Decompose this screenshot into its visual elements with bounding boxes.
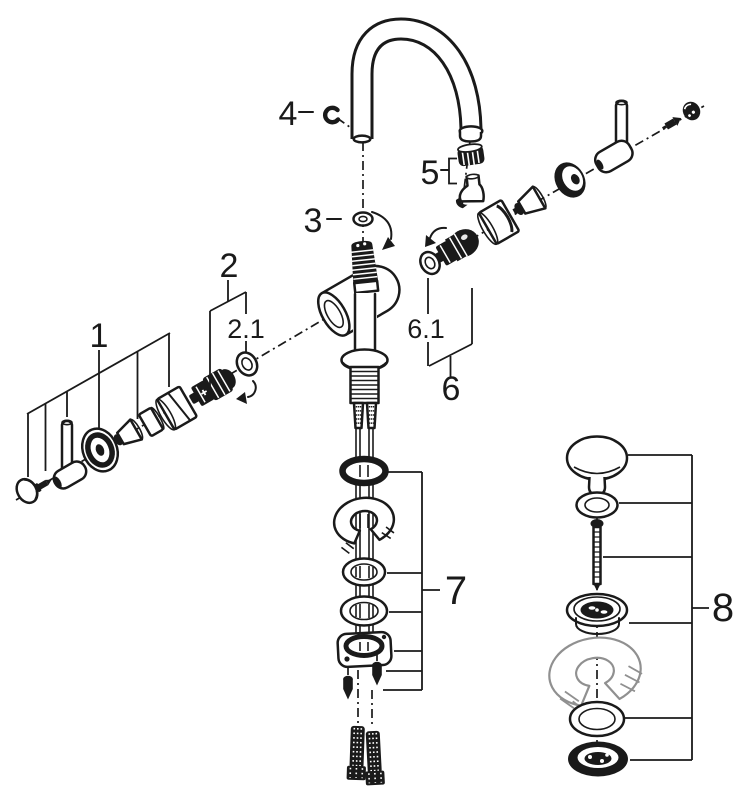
- callout-6-group: 6.1 6: [407, 278, 473, 408]
- assembly-arrow-3-head: [382, 237, 395, 250]
- lever-screw: [661, 117, 681, 130]
- clamp-screws: [343, 655, 382, 700]
- callout-7-group: 7: [383, 471, 467, 691]
- friction-washer: [341, 557, 387, 587]
- mousseur-ring: [457, 143, 485, 167]
- spout-end-cap: [458, 132, 483, 143]
- drain-assembly: 8: [548, 435, 734, 777]
- shaft-mask: [353, 293, 377, 353]
- base-o-ring: [339, 455, 389, 487]
- mounting-nut: [336, 630, 393, 669]
- spacer-ring: [138, 406, 165, 437]
- drain-rod: [590, 519, 604, 591]
- lever-handle-right: [593, 99, 634, 174]
- drain-plug: [565, 435, 629, 496]
- drain-washer-top: [575, 491, 619, 519]
- callout-1-group: 1: [26, 317, 171, 477]
- callout-2-bracket: [209, 291, 247, 312]
- spout-body: [353, 20, 480, 139]
- cone-adapter: [113, 418, 144, 446]
- cartridge-sleeve-left: [155, 385, 198, 431]
- callout-8-group: 8: [603, 454, 734, 761]
- handle-lever: [52, 419, 88, 490]
- callout-6-label: 6: [442, 370, 461, 408]
- retaining-clip-group: 4: [279, 95, 341, 133]
- retaining-clip: [322, 105, 341, 125]
- o-ring-left: [235, 351, 259, 377]
- drain-flange: [565, 592, 629, 635]
- callout-1-label: 1: [90, 317, 109, 355]
- aerator-axis: [461, 140, 471, 207]
- assembly-arrow-6: [429, 226, 447, 239]
- horseshoe-hose-lines: [359, 514, 369, 528]
- spout: [350, 17, 484, 144]
- callout-7-label: 7: [445, 569, 467, 613]
- assembly-arrow-3: [371, 211, 393, 240]
- assembly-arrow-2-head: [236, 392, 247, 404]
- cone-cap-right: [512, 185, 547, 215]
- lever-cap-nut: [682, 101, 701, 121]
- drain-washer-bottom: [568, 700, 626, 738]
- spout-left-end: [352, 134, 372, 144]
- dome-disc: [554, 162, 586, 198]
- handle-disc: [80, 427, 120, 473]
- hose-tails: [352, 401, 378, 430]
- callout-3-label: 3: [304, 202, 323, 240]
- spout-oring-group: 3: [304, 202, 395, 250]
- o-ring-left-hole: [241, 357, 253, 371]
- o-ring-right: [419, 250, 441, 276]
- braided-hose-left: [346, 725, 366, 781]
- callout-4-label: 4: [279, 95, 298, 133]
- assembly-arrow-2: [247, 380, 257, 398]
- body-mouth: [316, 291, 351, 337]
- callout-2-1-label: 2.1: [227, 314, 265, 344]
- right-parts-chain: 6.1 6: [407, 99, 701, 408]
- cartridge-sleeve-right: [476, 199, 520, 246]
- handle-cap: [15, 477, 39, 505]
- callout-2-group: 2 2.1: [209, 247, 265, 396]
- aerator-outlet: [455, 173, 485, 209]
- callout-6-bracket: [428, 343, 473, 367]
- handle-screw: [34, 479, 52, 493]
- threaded-shank: [349, 365, 380, 405]
- drain-locknut: [568, 741, 628, 777]
- base-o-ring-hose-lines: [359, 465, 369, 477]
- callout-8-label: 8: [712, 586, 734, 630]
- rubber-washer: [339, 595, 389, 627]
- spout-stub: [351, 240, 380, 295]
- left-parts-chain: 1 2 2.1: [15, 247, 265, 505]
- o-ring-right-hole: [424, 256, 436, 270]
- right-chain-axis: [420, 105, 705, 269]
- assembly-arrow-6-head: [425, 235, 436, 247]
- callout-5-bracket: [448, 157, 457, 185]
- horseshoe-plate: [332, 496, 396, 554]
- cartridge-left: [189, 368, 236, 406]
- aerator-group: 5: [421, 143, 485, 209]
- spout-o-ring-hole: [358, 215, 368, 223]
- body-bore: [323, 299, 345, 329]
- mounting-column: 7: [332, 348, 467, 786]
- braided-hose-right: [365, 730, 385, 786]
- faucet-body: [316, 240, 401, 354]
- callout-5-label: 5: [421, 154, 440, 192]
- callout-6-1-label: 6.1: [407, 314, 445, 344]
- spout-o-ring: [352, 211, 374, 227]
- callout-2-label: 2: [220, 247, 239, 285]
